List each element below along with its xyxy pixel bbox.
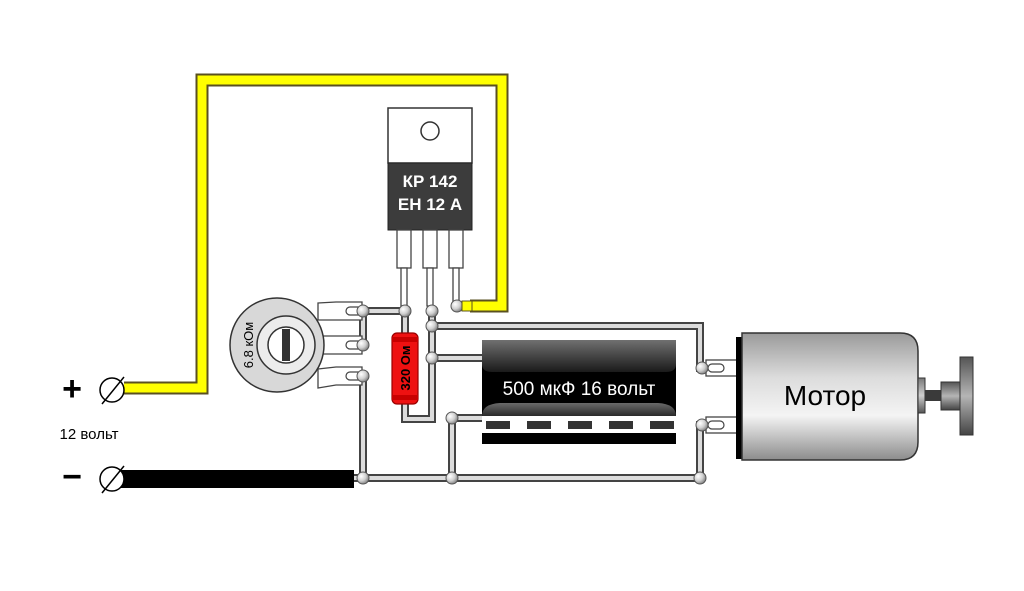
motor-label: Мотор (784, 380, 866, 411)
supply-voltage-label: 12 вольт (60, 426, 119, 443)
junction-node (445, 411, 459, 425)
mounting-hole-icon (420, 121, 440, 141)
motor-pulley (959, 356, 974, 436)
polarity-dashes (486, 421, 674, 429)
motor: Мотор (705, 332, 974, 461)
regulator-label-line1: КР 142 (403, 172, 458, 191)
junction-node (425, 351, 439, 365)
junction-node (356, 304, 370, 318)
capacitor-label: 500 мкФ 16 вольт (503, 379, 656, 400)
junction-node (695, 418, 709, 432)
junction-node (693, 471, 707, 485)
junction-node (695, 361, 709, 375)
positive-wire (124, 73, 509, 395)
junction-node (398, 304, 412, 318)
junction-node (425, 319, 439, 333)
potentiometer: 6.8 кОм (229, 297, 363, 393)
capacitor: 500 мкФ 16 вольт (482, 340, 676, 444)
junction-node (445, 471, 459, 485)
regulator-legs (396, 229, 464, 307)
knob-slot-icon (282, 329, 290, 361)
negative-terminal-icon[interactable] (99, 465, 125, 494)
motor-shaft (925, 390, 941, 401)
junction-node (356, 471, 370, 485)
junction-node (425, 304, 439, 318)
junction-node (356, 338, 370, 352)
junction-node (356, 369, 370, 383)
regulator-label-line2: ЕН 12 А (398, 195, 462, 214)
junction-nodes (356, 299, 709, 485)
minus-symbol: − (62, 458, 82, 496)
voltage-regulator: КР 142 ЕН 12 А (387, 107, 473, 307)
motor-bearing (917, 377, 926, 414)
potentiometer-label: 6.8 кОм (241, 322, 256, 368)
motor-hub (940, 381, 961, 411)
resistor-label: 320 Ом (398, 345, 413, 390)
supply-terminals: + 12 вольт − (60, 370, 125, 496)
resistor: 320 Ом (391, 332, 419, 405)
plus-symbol: + (62, 370, 82, 408)
positive-terminal-icon[interactable] (99, 376, 125, 405)
positive-wire-stub (461, 300, 473, 312)
motor-body (741, 332, 919, 461)
negative-wire (118, 470, 354, 488)
junction-node (450, 299, 464, 313)
